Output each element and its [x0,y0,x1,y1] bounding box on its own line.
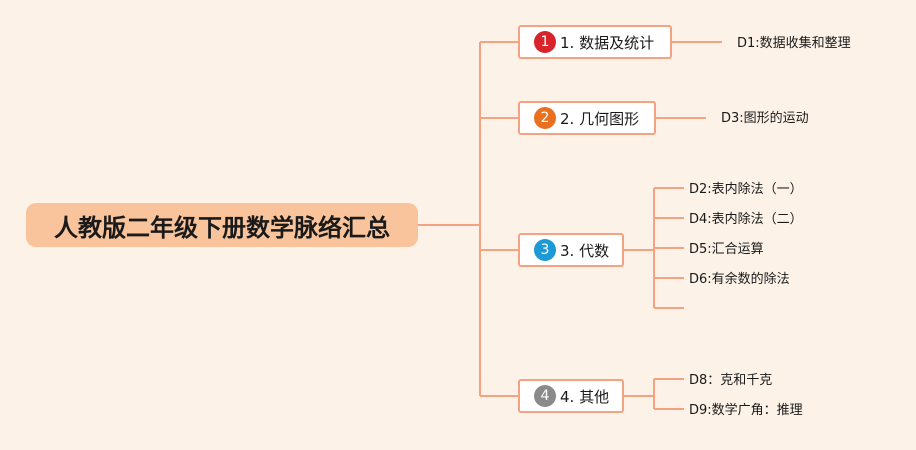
leaf-node[interactable]: D9:数学广角：推理 [689,403,803,418]
leaf-node[interactable]: D5:汇合运算 [689,242,764,257]
branch-other[interactable]: 4 4. 其他 [518,379,624,413]
branch-data-statistics[interactable]: 1 1. 数据及统计 [518,25,672,59]
branch-label: 3. 代数 [560,241,610,260]
number-badge-icon: 4 [534,385,556,407]
leaf-node[interactable]: D1:数据收集和整理 [737,36,851,51]
leaf-node[interactable]: D8：克和千克 [689,373,773,388]
leaf-node[interactable]: D3:图形的运动 [721,111,809,126]
number-badge-icon: 3 [534,239,556,261]
branch-label: 1. 数据及统计 [560,33,655,52]
root-title: 人教版二年级下册数学脉络汇总 [54,213,390,242]
leaf-node[interactable]: D2:表内除法（一） [689,182,803,197]
leaf-node[interactable]: D4:表内除法（二） [689,212,803,227]
branch-geometry[interactable]: 2 2. 几何图形 [518,101,656,135]
number-badge-icon: 1 [534,31,556,53]
branch-algebra[interactable]: 3 3. 代数 [518,233,624,267]
root-node[interactable]: 人教版二年级下册数学脉络汇总 [26,203,418,247]
branch-label: 2. 几何图形 [560,109,640,128]
branch-label: 4. 其他 [560,387,610,406]
number-badge-icon: 2 [534,107,556,129]
leaf-node[interactable]: D6:有余数的除法 [689,272,790,287]
